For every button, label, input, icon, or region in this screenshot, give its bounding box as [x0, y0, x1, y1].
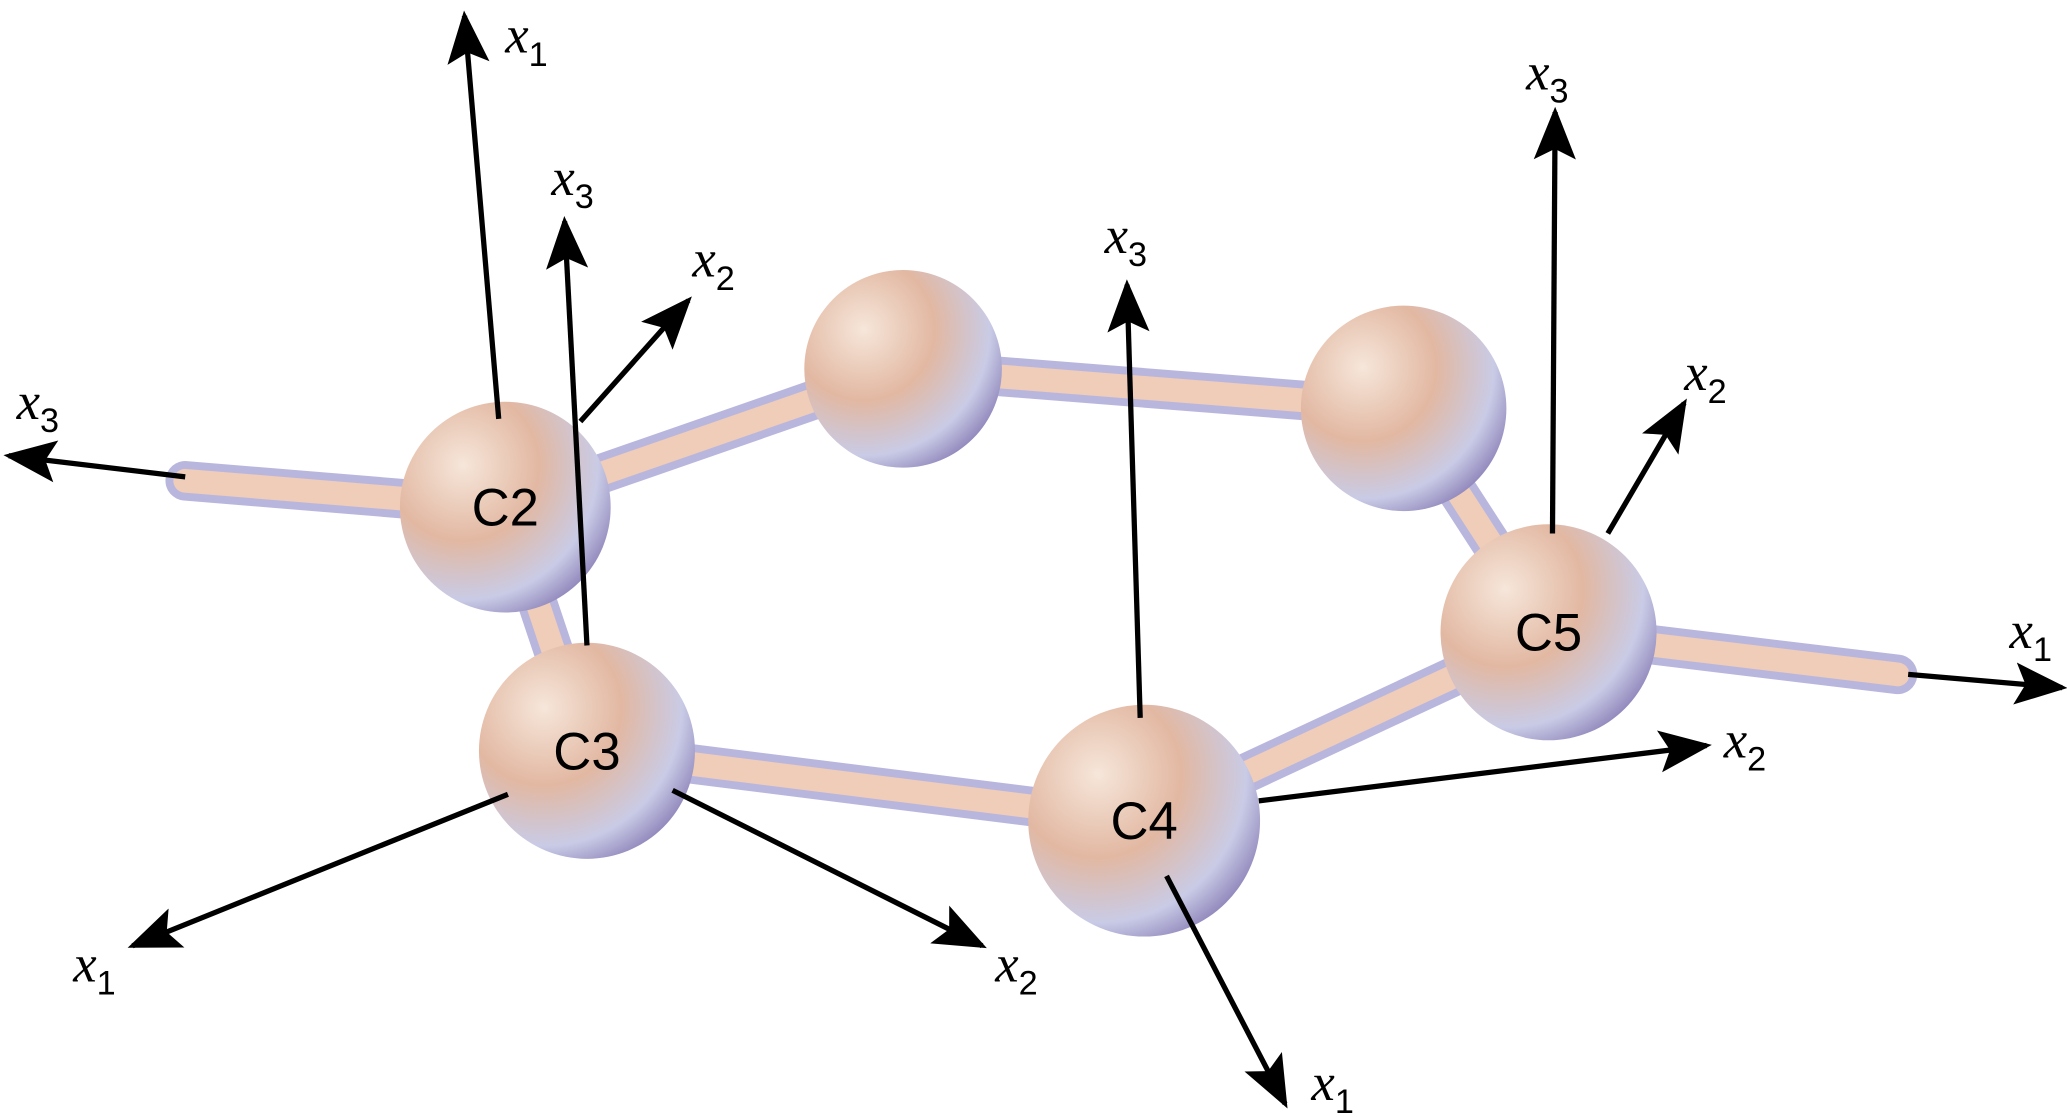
- axis-arrow-c5-x1: [1907, 662, 2067, 705]
- axis-symbol: x: [1683, 344, 1707, 402]
- axis-arrow-c4-x2: [1258, 730, 1712, 804]
- axis-subscript: 2: [716, 260, 735, 298]
- axis-arrows-back: [3, 440, 186, 483]
- atom-label: C4: [1110, 792, 1177, 851]
- axis-symbol: x: [2009, 602, 2033, 660]
- axis-subscript: 2: [1019, 964, 1038, 1002]
- atom-c2: C2: [399, 401, 611, 613]
- sphere: [804, 270, 1002, 468]
- axis-subscript: 1: [2033, 631, 2052, 669]
- atom-label: C5: [1515, 604, 1582, 663]
- sphere: [399, 401, 611, 613]
- axis-arrow-c4-x3: [1107, 279, 1150, 718]
- axis-label: x3: [550, 149, 593, 216]
- axis-label: x3: [1525, 44, 1568, 111]
- axis-label: x2: [691, 231, 734, 298]
- axis-label: x2: [994, 935, 1037, 1002]
- axis-label: x1: [72, 935, 115, 1002]
- atom-label: C2: [472, 479, 539, 538]
- axis-arrow-c3-x3: [546, 216, 590, 646]
- axis-subscript: 1: [529, 36, 548, 74]
- axis-subscript: 2: [1708, 373, 1727, 411]
- axis-label: x2: [1723, 711, 1766, 778]
- axis-symbol: x: [1310, 1054, 1334, 1112]
- axis-arrow-c2-x1: [447, 10, 502, 420]
- atom-c3: C3: [478, 642, 695, 859]
- axis-symbol: x: [691, 231, 715, 289]
- axis-label: x3: [1104, 207, 1147, 274]
- axis-symbol: x: [1525, 44, 1549, 102]
- axis-arrow-c4-x1: [1164, 874, 1288, 1109]
- atom-label: C3: [553, 722, 620, 781]
- atom-ring-top-left: [804, 270, 1002, 468]
- axis-arrow-c2-x3: [3, 440, 186, 483]
- axis-symbol: x: [72, 935, 96, 993]
- axis-label: x3: [16, 373, 59, 440]
- axis-arrow-c5-x3: [1533, 106, 1576, 534]
- axis-subscript: 1: [1335, 1083, 1354, 1117]
- axis-label: x1: [504, 7, 547, 74]
- axis-arrow-c3-x1: [127, 791, 509, 949]
- sphere: [1300, 305, 1507, 512]
- axis-subscript: 3: [40, 402, 59, 440]
- axis-symbol: x: [1104, 207, 1128, 265]
- axis-subscript: 3: [1550, 73, 1569, 111]
- atom-ring-top-right: [1300, 305, 1507, 512]
- axis-symbol: x: [550, 149, 574, 207]
- axis-arrow-c3-x2: [671, 787, 987, 949]
- axis-symbol: x: [994, 935, 1018, 993]
- axis-subscript: 2: [1747, 741, 1766, 779]
- axis-symbol: x: [1723, 711, 1747, 769]
- axis-arrow-c5-x2: [1605, 398, 1687, 535]
- atom-c5: C5: [1440, 524, 1657, 741]
- axis-symbol: x: [16, 373, 40, 431]
- axis-symbol: x: [504, 7, 528, 65]
- axis-subscript: 3: [575, 178, 594, 216]
- axis-arrows-front: [127, 10, 2067, 1109]
- axis-subscript: 1: [97, 964, 116, 1002]
- axis-label: x1: [2009, 602, 2052, 669]
- atom-c4: C4: [1028, 704, 1261, 937]
- sphere: [478, 642, 695, 859]
- sphere: [1028, 704, 1261, 937]
- axis-label: x1: [1310, 1054, 1353, 1117]
- axis-label: x2: [1683, 344, 1726, 411]
- axis-arrow-c3-x2: [578, 296, 692, 424]
- sphere: [1440, 524, 1657, 741]
- axis-subscript: 3: [1128, 236, 1147, 274]
